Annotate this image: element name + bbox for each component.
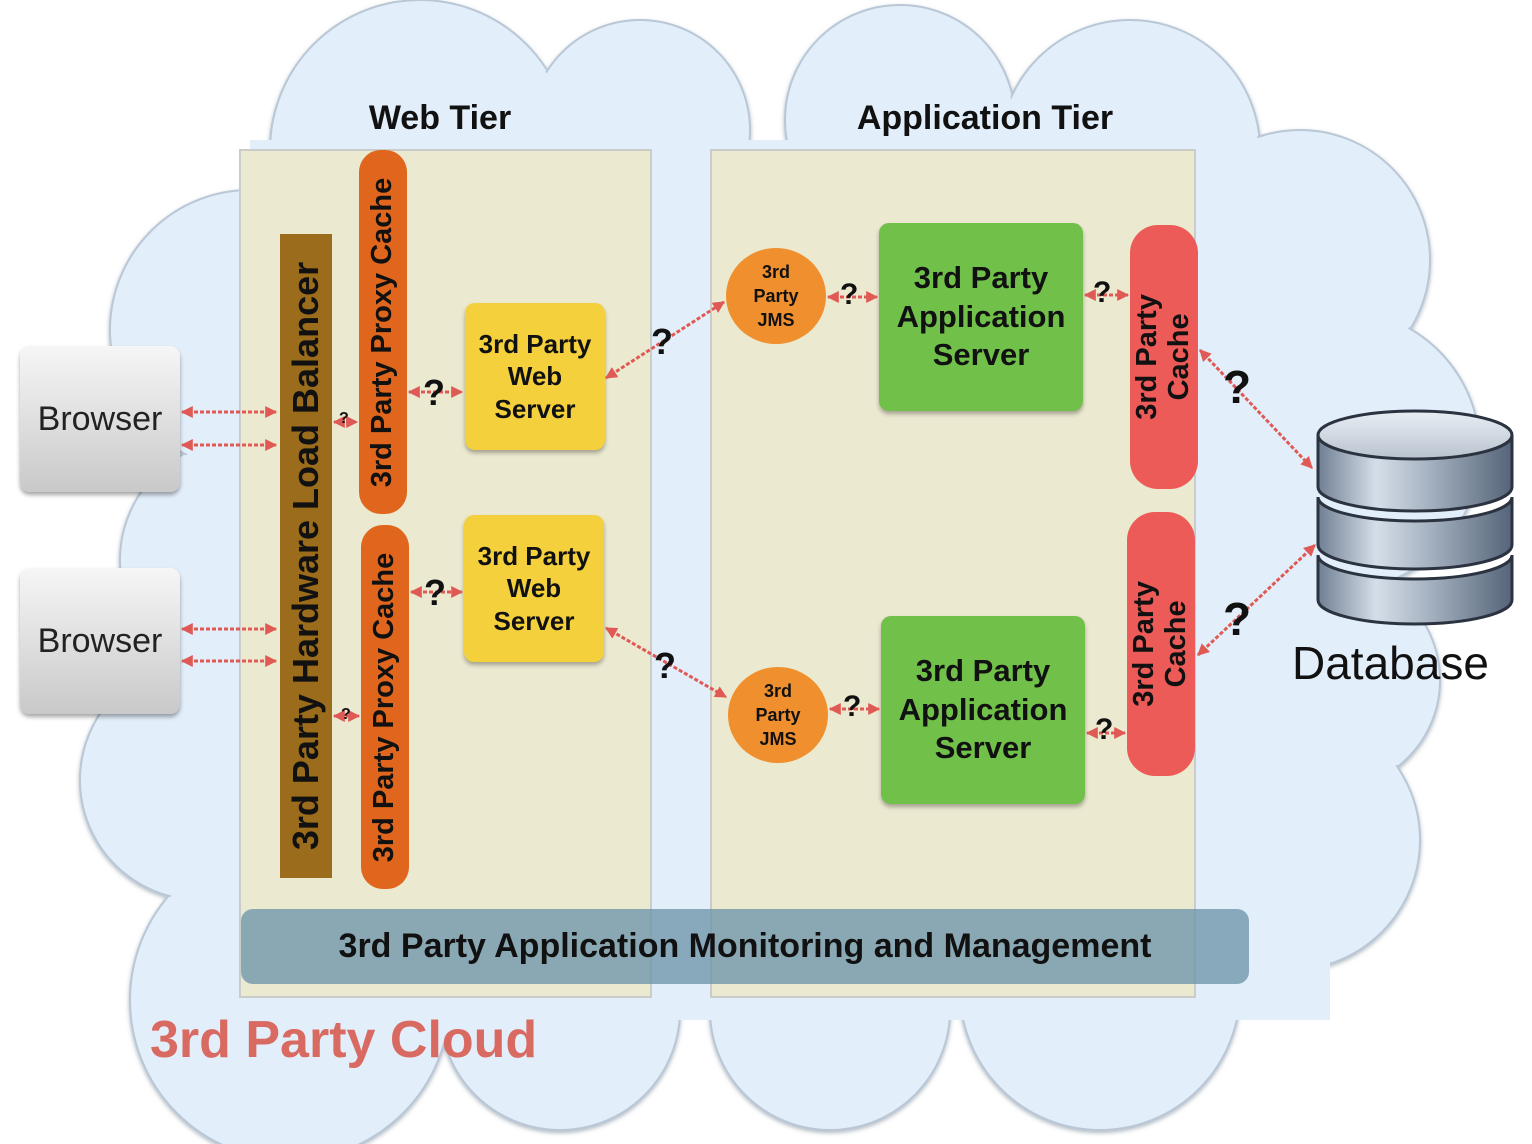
question-web1-jms1: ? (651, 321, 673, 362)
question-app2-cache2: ? (1095, 713, 1114, 746)
cloud-label: 3rd Party Cloud (150, 1011, 538, 1069)
proxy-cache-1[interactable]: 3rd Party Proxy Cache (359, 150, 407, 514)
proxy-cache-2-label: 3rd Party Proxy Cache (368, 552, 401, 862)
cache-2-label: 3rd Party Cache (1128, 581, 1193, 707)
application-server-2[interactable]: 3rd Party Application Server (881, 616, 1085, 804)
question-lb-proxy2: ? (341, 706, 351, 723)
question-cache2-db: ? (1223, 593, 1252, 645)
cache-2[interactable]: 3rd Party Cache (1127, 512, 1195, 776)
question-proxy1-web1: ? (423, 372, 445, 413)
web-tier-title: Web Tier (368, 98, 512, 137)
jms-2[interactable]: 3rd Party JMS (728, 667, 828, 763)
application-server-1[interactable]: 3rd Party Application Server (879, 223, 1083, 411)
hardware-load-balancer[interactable]: 3rd Party Hardware Load Balancer (280, 234, 332, 878)
question-web2-jms2: ? (654, 645, 676, 686)
cache-1[interactable]: 3rd Party Cache (1130, 225, 1198, 489)
question-jms2-app2: ? (843, 690, 862, 723)
question-cache1-db: ? (1223, 361, 1252, 413)
database-cylinder-icon[interactable] (1310, 405, 1520, 630)
load-balancer-label: 3rd Party Hardware Load Balancer (285, 261, 327, 851)
question-app1-cache1: ? (1093, 276, 1112, 309)
browser-2[interactable]: Browser (20, 568, 180, 714)
question-proxy2-web2: ? (424, 572, 446, 613)
monitoring-management-bar[interactable]: 3rd Party Application Monitoring and Man… (241, 909, 1249, 984)
proxy-cache-1-label: 3rd Party Proxy Cache (366, 177, 399, 487)
cache-1-label: 3rd Party Cache (1131, 294, 1196, 420)
browser-1[interactable]: Browser (20, 346, 180, 492)
jms-1[interactable]: 3rd Party JMS (726, 248, 826, 344)
database-label: Database (1292, 637, 1489, 689)
proxy-cache-2[interactable]: 3rd Party Proxy Cache (361, 525, 409, 889)
web-server-2[interactable]: 3rd Party Web Server (464, 515, 604, 662)
question-jms1-app1: ? (840, 278, 859, 311)
web-server-1[interactable]: 3rd Party Web Server (465, 303, 605, 450)
application-tier-title: Application Tier (856, 98, 1114, 137)
question-lb-proxy1: ? (339, 410, 349, 427)
